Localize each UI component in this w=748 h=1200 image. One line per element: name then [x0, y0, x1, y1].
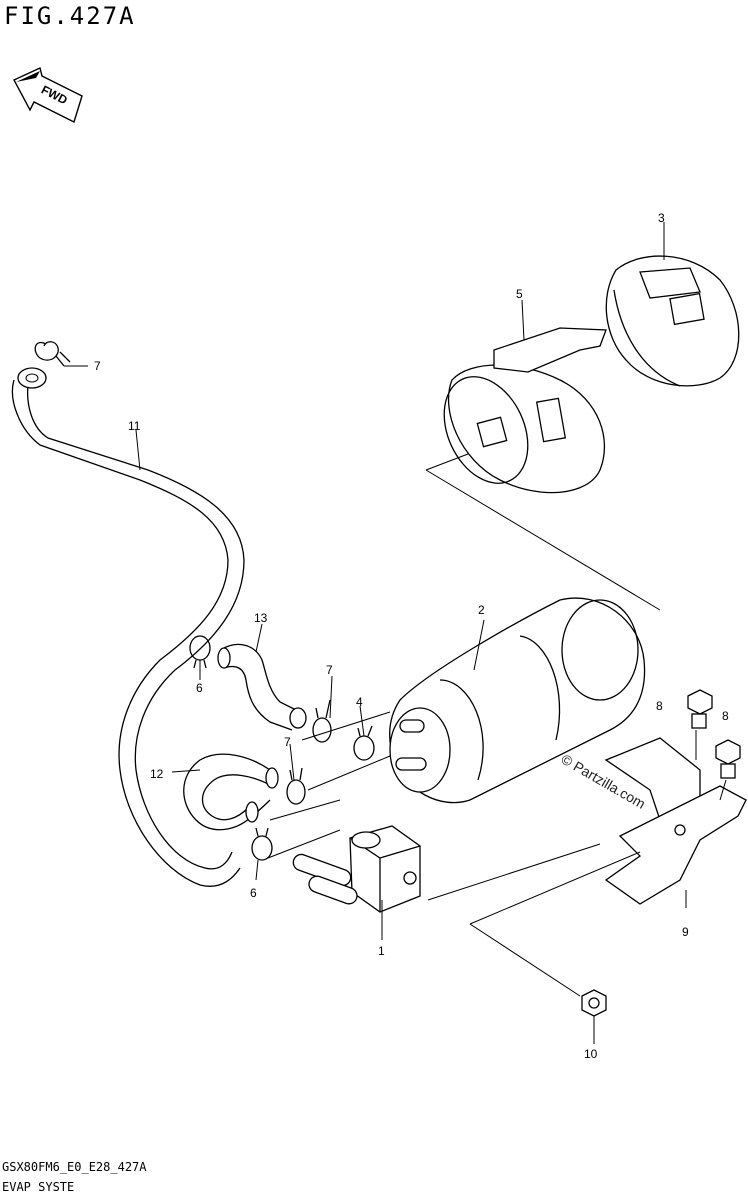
guide-lines	[267, 453, 727, 997]
hose-12	[183, 753, 279, 831]
purge-valve-1	[292, 825, 421, 913]
holder-5	[443, 327, 607, 494]
callout-9: 9	[682, 925, 689, 939]
callout-3: 3	[658, 211, 665, 225]
callout-1: 1	[378, 944, 385, 958]
callout-2: 2	[478, 603, 485, 617]
nut-10	[581, 989, 607, 1017]
callout-6-lower: 6	[250, 886, 257, 900]
callout-4: 4	[356, 695, 363, 709]
bolt-8-lower	[715, 739, 741, 779]
fwd-arrow-icon: FWD	[13, 67, 83, 123]
clip-7-top	[34, 341, 71, 367]
cap-3	[605, 255, 740, 387]
callout-5: 5	[516, 287, 523, 301]
bracket-9	[604, 737, 747, 905]
hose-11	[11, 367, 245, 887]
callout-8-lower: 8	[722, 709, 729, 723]
callout-7-lower: 7	[284, 735, 291, 749]
bolt-8-upper	[687, 689, 713, 729]
callout-6-upper: 6	[196, 681, 203, 695]
clip-6-lower	[251, 827, 273, 861]
hose-13	[217, 643, 307, 731]
callout-11: 11	[128, 419, 141, 433]
clip-7-mid	[312, 699, 332, 743]
figure-title: FIG.427A	[4, 2, 136, 30]
callout-7-mid: 7	[326, 663, 333, 677]
callout-8-upper: 8	[656, 699, 663, 713]
clip-7-lower	[286, 767, 306, 805]
footer-section-name: EVAP SYSTE	[2, 1180, 75, 1194]
clip-4	[353, 725, 375, 761]
callout-7-top: 7	[94, 359, 101, 373]
callout-10: 10	[584, 1047, 598, 1061]
callout-12: 12	[150, 767, 164, 781]
footer-figure-code: GSX80FM6_E0_E28_427A	[2, 1160, 147, 1174]
callout-13: 13	[254, 611, 268, 625]
canister-2	[389, 597, 646, 804]
callout-leaders	[64, 222, 687, 1044]
